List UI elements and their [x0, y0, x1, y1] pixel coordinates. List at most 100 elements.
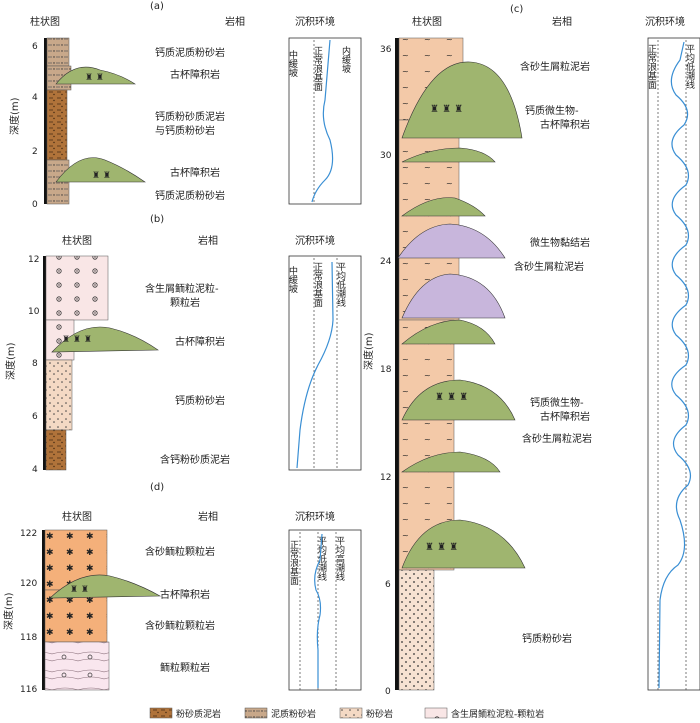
env-curve — [311, 39, 334, 203]
legend-label: 粉砂质泥岩 — [176, 708, 221, 720]
panel-a-env-header: 沉积环境 — [295, 15, 335, 28]
panel-d-env-header: 沉积环境 — [295, 510, 335, 523]
facies-label: 钙质微生物- — [530, 396, 584, 409]
facies-label: 钙质粉砂岩 — [522, 632, 572, 645]
svg-text:♜ ♜ ♜: ♜ ♜ ♜ — [62, 335, 92, 345]
panel-b-depth-label: 深度(m) — [4, 342, 17, 380]
legend-label: 粉砂岩 — [366, 708, 393, 720]
facies-label: 钙质泥质粉砂岩 — [155, 46, 225, 59]
panel-a-col-header: 柱状图 — [30, 15, 60, 28]
panel-d-strat-column: ♜ ♜ — [42, 529, 162, 691]
env-curve — [658, 41, 691, 689]
panel-a-strat-column: ♜ ♜ ♜ ♜ — [44, 37, 146, 205]
facies-label: 含砂生屑粒泥岩 — [520, 60, 590, 73]
facies-label: 古杯障积岩 — [170, 166, 220, 179]
env-label: 中缓坡 — [287, 265, 298, 294]
panel-a: (a) 柱状图 岩相 沉积环境 深度(m) 6 4 2 0 ♜ ♜ ♜ ♜ 钙质… — [8, 1, 362, 210]
svg-text:♜ ♜: ♜ ♜ — [70, 585, 89, 595]
panel-c-label: (c) — [510, 4, 523, 15]
facies-label: 微生物黏结岩 — [530, 236, 590, 249]
legend-swatch — [339, 707, 363, 719]
env-label: 正常浪基面 — [312, 262, 323, 308]
panel-d-label: (d) — [150, 482, 164, 493]
panel-c-env-header: 沉积环境 — [645, 15, 685, 28]
facies-label: 鲕粒颗粒岩 — [160, 661, 210, 674]
svg-text:♜ ♜ ♜: ♜ ♜ ♜ — [435, 392, 468, 403]
env-curve — [296, 261, 334, 469]
panel-a-depth-label: 深度(m) — [8, 97, 21, 135]
panel-b: (b) 柱状图 岩相 沉积环境 深度(m) 12 10 8 6 4 ♜ ♜ ♜ … — [4, 214, 362, 475]
panel-a-facies: 钙质泥质粉砂岩 古杯障积岩 钙质粉砂质泥岩 与钙质粉砂岩 古杯障积岩 钙质泥质粉… — [155, 46, 225, 202]
svg-text:♜ ♜: ♜ ♜ — [92, 171, 111, 181]
facies-label: 与钙质粉砂岩 — [155, 124, 215, 137]
facies-label: 颗粒岩 — [170, 296, 200, 309]
facies-label: 古杯障积岩 — [175, 335, 225, 348]
depth-tick: 6 — [32, 412, 38, 422]
depth-tick: 0 — [32, 200, 38, 210]
depth-tick: 4 — [32, 93, 38, 103]
env-label: 中缓坡 — [287, 49, 298, 78]
panel-c-facies: 含砂生屑粒泥岩 钙质微生物- 古杯障积岩 微生物黏结岩 含砂生屑粒泥岩 钙质微生… — [514, 60, 592, 645]
panel-a-depth-ticks: 6 4 2 0 — [32, 42, 38, 210]
depth-tick: 8 — [32, 359, 38, 369]
legend-swatch — [244, 707, 268, 719]
panel-a-env-box: 中缓坡 正常浪基面 内缓坡 — [287, 37, 362, 205]
facies-label: 含砂鲕粒颗粒岩 — [145, 545, 215, 558]
depth-tick: 36 — [380, 45, 392, 55]
depth-tick: 18 — [380, 365, 392, 375]
depth-tick: 4 — [32, 465, 38, 475]
env-label: 内缓坡 — [340, 45, 351, 74]
facies-label: 含砂鲕粒颗粒岩 — [145, 619, 215, 632]
panel-b-env-box: 中缓坡 正常浪基面 平均低潮线 — [287, 255, 362, 471]
panel-a-label: (a) — [150, 1, 164, 12]
legend: 粉砂质泥岩 泥质粉砂岩 粉砂岩 含生屑鲕粒泥粒-颗粒岩 — [149, 707, 544, 720]
panel-c-env-box: 正常浪基面 平均低潮线 — [646, 37, 700, 691]
panel-a-facies-header: 岩相 — [225, 15, 245, 28]
panel-d: (d) 柱状图 岩相 沉积环境 深度(m) 122 120 118 116 ♜ … — [2, 482, 362, 695]
facies-label: 钙质粉砂质泥岩 — [155, 110, 225, 123]
depth-tick: 6 — [385, 580, 391, 590]
depth-tick: 30 — [380, 151, 392, 161]
facies-label: 钙质泥质粉砂岩 — [155, 189, 225, 202]
depth-tick: 2 — [32, 147, 38, 157]
panel-c-col-header: 柱状图 — [412, 15, 442, 28]
panel-d-depth-ticks: 122 120 118 116 — [20, 529, 37, 695]
facies-label: 含砂生屑粒泥岩 — [514, 260, 584, 273]
env-label: 平均低潮线 — [684, 44, 695, 89]
panel-b-facies: 含生屑鲕粒泥粒- 颗粒岩 古杯障积岩 钙质粉砂岩 含钙粉砂质泥岩 — [145, 282, 230, 466]
panel-b-col-header: 柱状图 — [62, 234, 92, 247]
facies-label: 古杯障积岩 — [540, 410, 590, 423]
svg-text:♜ ♜: ♜ ♜ — [85, 73, 104, 83]
panel-d-env-box: 正常浪基面 平均低潮线 平均高潮线 — [288, 529, 362, 691]
env-label: 平均低潮线 — [335, 262, 346, 307]
facies-label: 含钙粉砂质泥岩 — [160, 453, 230, 466]
env-label: 正常浪基面 — [312, 46, 323, 92]
facies-label: 钙质粉砂岩 — [175, 394, 225, 407]
svg-text:♜ ♜ ♜: ♜ ♜ ♜ — [430, 104, 463, 115]
legend-swatch — [424, 707, 448, 719]
facies-label: 含生屑鲕粒泥粒- — [145, 282, 219, 295]
depth-tick: 12 — [28, 255, 39, 265]
legend-label: 泥质粉砂岩 — [271, 708, 316, 720]
env-curve — [314, 533, 323, 688]
depth-tick: 116 — [20, 685, 37, 695]
svg-text:♜ ♜ ♜: ♜ ♜ ♜ — [425, 542, 458, 553]
panel-d-col-header: 柱状图 — [62, 510, 92, 523]
panel-b-label: (b) — [150, 214, 164, 225]
panel-b-facies-header: 岩相 — [198, 234, 218, 247]
panel-c-facies-header: 岩相 — [552, 15, 572, 28]
legend-label: 含生屑鲕粒泥粒-颗粒岩 — [451, 708, 544, 720]
facies-label: 古杯障积岩 — [540, 118, 590, 131]
panel-c-depth-ticks: 36 30 24 18 12 6 0 — [380, 45, 392, 697]
depth-tick: 118 — [20, 633, 37, 643]
legend-swatch — [149, 707, 173, 719]
panel-c-strat-column: ♜ ♜ ♜ ♜ ♜ ♜ ♜ ♜ ♜ — [395, 37, 526, 691]
panel-b-depth-ticks: 12 10 8 6 4 — [28, 255, 40, 475]
depth-tick: 122 — [20, 529, 37, 539]
env-label: 平均低潮线 — [316, 536, 327, 581]
panel-c-depth-label: 深度(m) — [362, 332, 375, 370]
depth-tick: 12 — [380, 473, 391, 483]
panel-b-env-header: 沉积环境 — [295, 234, 335, 247]
facies-label: 含砂生屑粒泥岩 — [522, 432, 592, 445]
